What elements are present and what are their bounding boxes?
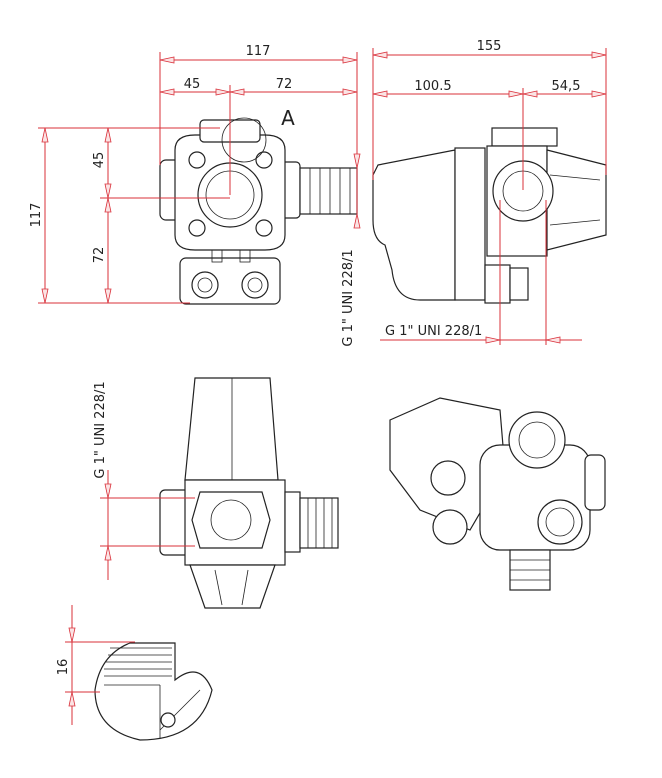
front-height-bottom: 72 — [92, 247, 107, 264]
front-width-left: 45 — [184, 77, 201, 92]
detail-dimensions — [65, 605, 135, 725]
front-height-top: 45 — [92, 152, 107, 169]
side-thread-label: G 1" UNI 228/1 — [385, 324, 482, 339]
side-width-left: 100.5 — [414, 79, 451, 94]
front-dimensions — [38, 52, 361, 304]
detail-marker: A — [281, 106, 295, 130]
front-height-total: 117 — [29, 203, 44, 228]
front-width-right: 72 — [276, 77, 293, 92]
bottom-thread-label: G 1" UNI 228/1 — [93, 381, 108, 478]
bottom-view — [159, 377, 339, 609]
side-dimensions — [372, 48, 607, 345]
isometric-view — [389, 397, 606, 591]
detail-view-a — [94, 642, 213, 741]
side-width-total: 155 — [477, 39, 502, 54]
side-width-right: 54,5 — [552, 79, 581, 94]
bottom-dimensions — [100, 470, 195, 580]
detail-thread-depth: 16 — [56, 659, 71, 676]
front-view — [159, 117, 358, 305]
side-view — [372, 127, 607, 304]
front-width-total: 117 — [246, 44, 271, 59]
front-thread-label: G 1" UNI 228/1 — [341, 249, 356, 346]
